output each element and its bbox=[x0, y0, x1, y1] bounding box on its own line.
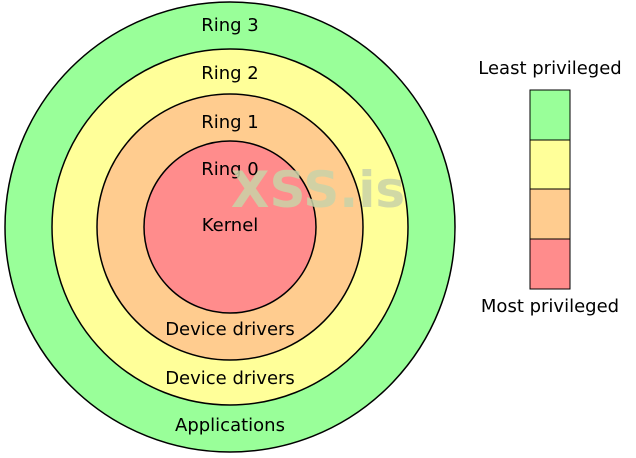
ring-0-circle bbox=[143, 140, 317, 314]
ring-2-label: Ring 2 bbox=[201, 63, 259, 84]
legend-top-label: Least privileged bbox=[478, 58, 621, 79]
ring-3-label: Ring 3 bbox=[201, 15, 259, 36]
ring-0-role: Kernel bbox=[202, 215, 259, 236]
ring-2-role: Device drivers bbox=[165, 368, 295, 389]
watermark-text: XSS.is bbox=[231, 161, 405, 219]
legend-swatch-ring0 bbox=[529, 238, 571, 290]
ring-1-label: Ring 1 bbox=[201, 112, 259, 133]
ring-0-label: Ring 0 bbox=[201, 159, 259, 180]
legend-swatch-ring1 bbox=[529, 188, 571, 240]
legend-swatch-ring2 bbox=[529, 139, 571, 190]
legend-bottom-label: Most privileged bbox=[481, 296, 619, 317]
ring-1-role: Device drivers bbox=[165, 319, 295, 340]
legend-swatch-ring3 bbox=[529, 89, 571, 141]
ring-3-role: Applications bbox=[175, 415, 285, 436]
